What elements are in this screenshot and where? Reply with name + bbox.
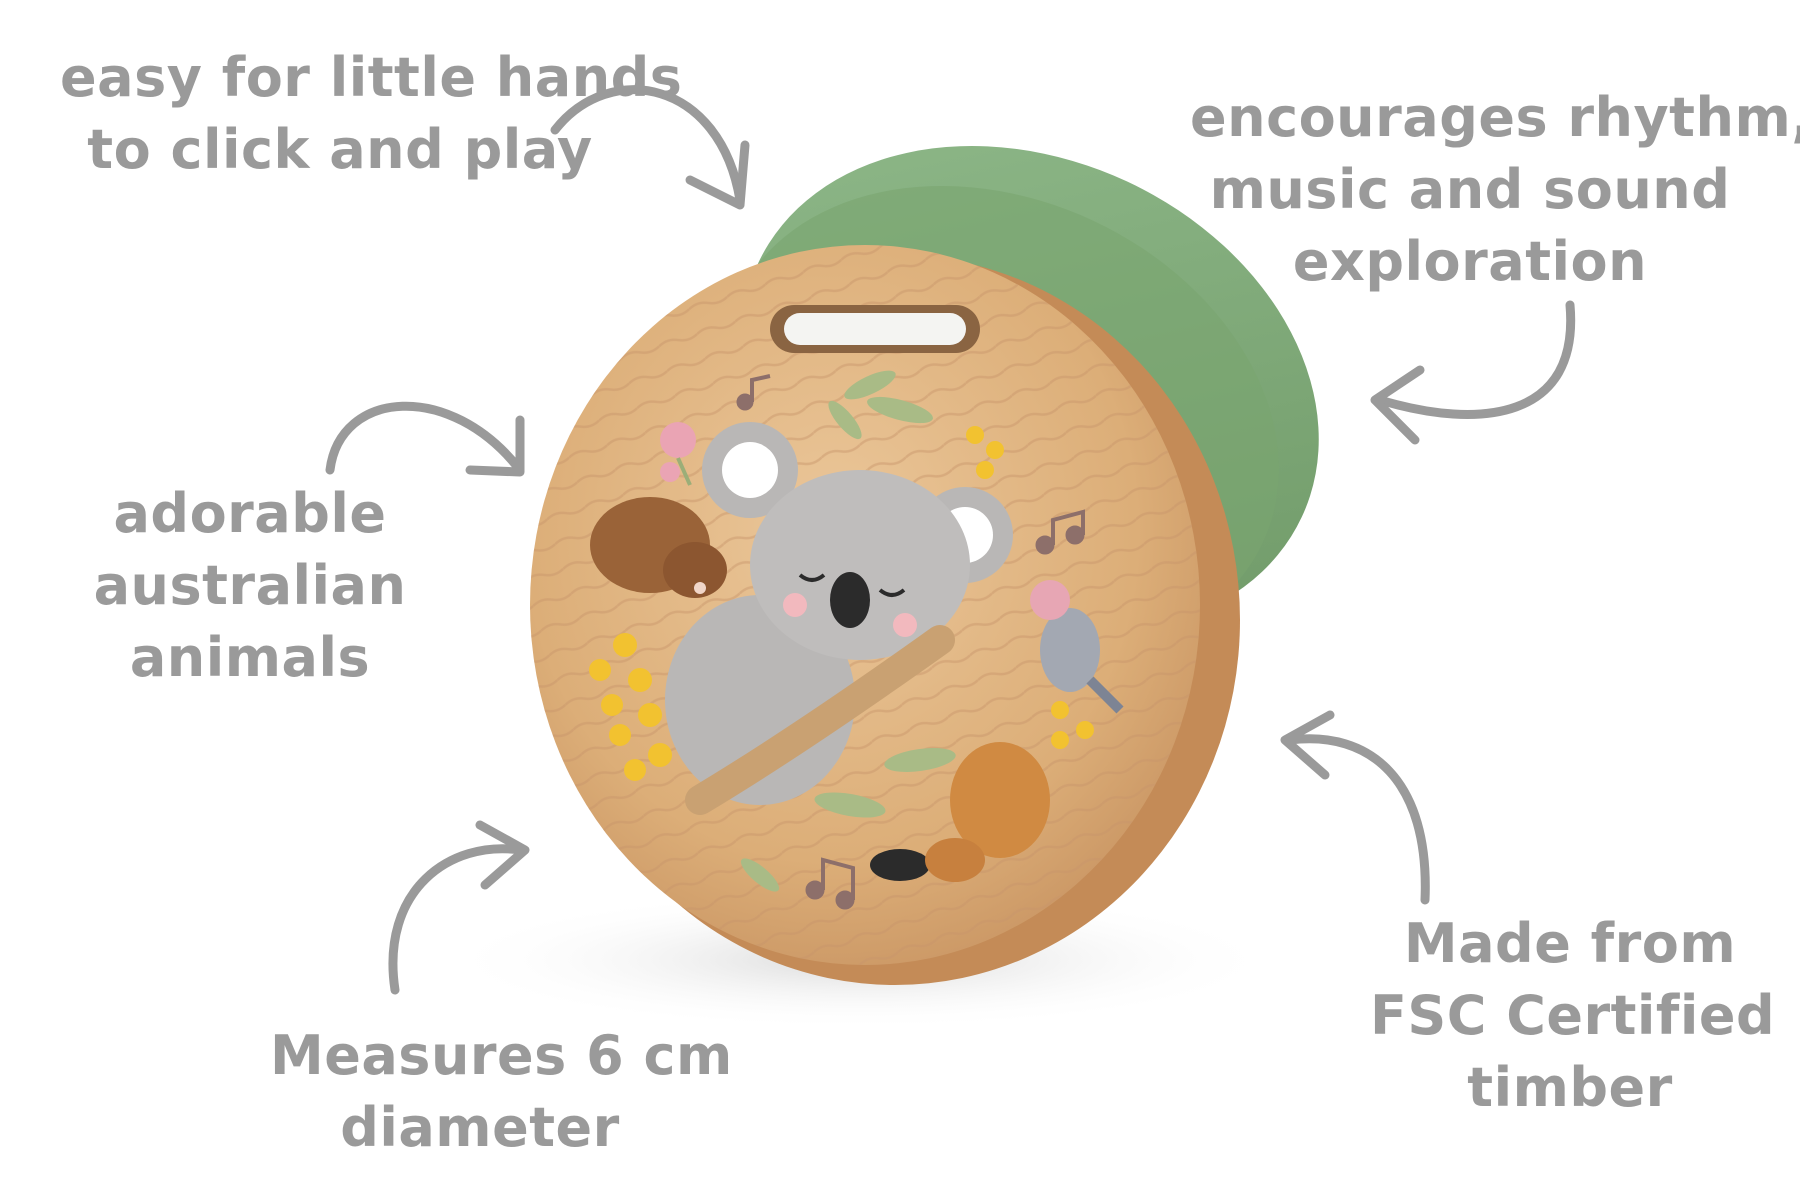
callout-size: Measures 6 cm diameter (270, 1020, 733, 1164)
koala-illustration (665, 422, 1013, 815)
gum-blossom-icon (660, 422, 696, 486)
wombat-illustration (590, 497, 727, 598)
arrow-bottom-left (388, 820, 530, 995)
callout-line: encourages rhythm, (1190, 86, 1800, 149)
arrow-bottom-right (1280, 710, 1430, 905)
music-note-icon (736, 374, 1085, 910)
arrow-top-left (550, 85, 750, 210)
callout-line: exploration (1292, 230, 1648, 293)
callout-arrows (325, 85, 1576, 995)
arrow-middle-left (325, 401, 525, 477)
callout-line: FSC Certified (1370, 984, 1776, 1047)
callout-line: timber (1467, 1056, 1673, 1119)
callout-line: australian (93, 554, 407, 617)
elastic-string (770, 305, 980, 353)
callout-line: diameter (340, 1096, 620, 1159)
wattle-flower-icon (589, 426, 1094, 781)
callout-easy-to-click: easy for little hands to click and play (60, 42, 683, 186)
callout-australian-animals: adorable australian animals (80, 478, 420, 694)
eucalyptus-leaf-icon (740, 370, 956, 892)
platypus-illustration (870, 742, 1050, 882)
callout-line: adorable (113, 482, 387, 545)
callout-line: Made from (1403, 912, 1737, 975)
callout-line: to click and play (87, 118, 593, 181)
arrow-top-right (1370, 300, 1576, 445)
galah-bird-illustration (1030, 580, 1124, 714)
callout-line: Measures 6 cm (270, 1024, 733, 1087)
callout-line: animals (129, 626, 371, 689)
callout-line: music and sound (1209, 158, 1731, 221)
callout-rhythm-music: encourages rhythm, music and sound explo… (1190, 82, 1800, 298)
callout-line: easy for little hands (60, 46, 683, 109)
callout-fsc-timber: Made from FSC Certified timber (1370, 908, 1776, 1124)
